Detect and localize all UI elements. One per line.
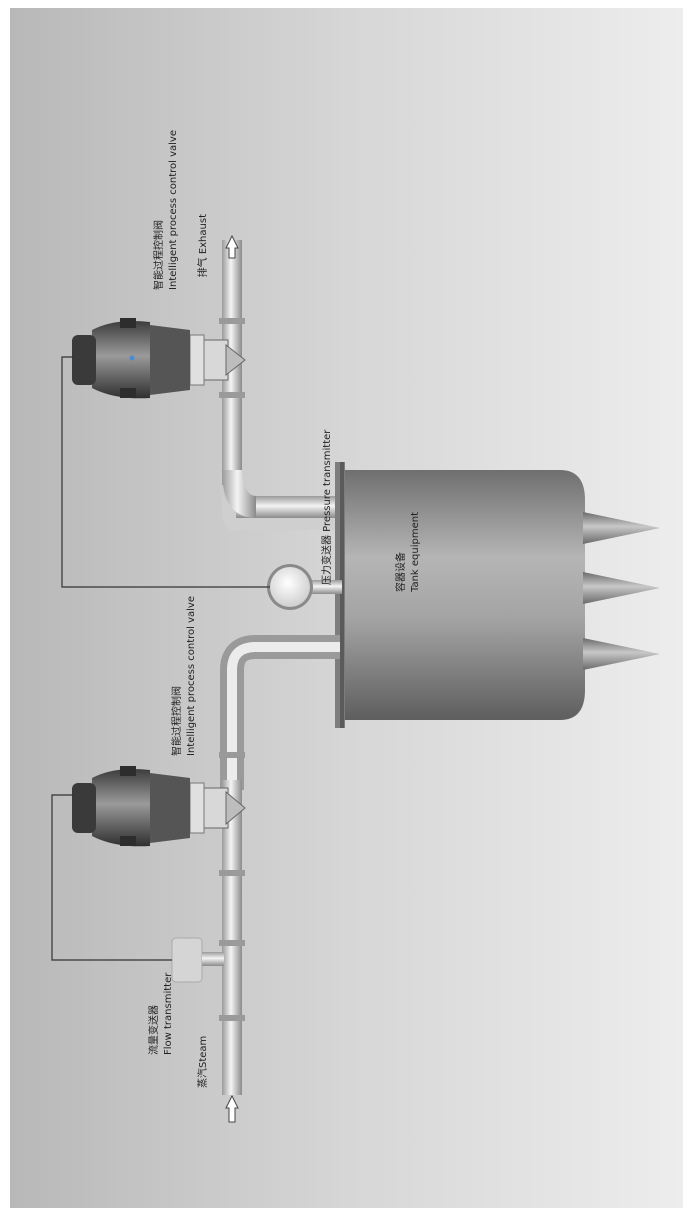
steam-pipe bbox=[219, 635, 340, 1095]
signal-lines bbox=[51, 356, 270, 961]
steam-arrow bbox=[225, 1094, 239, 1123]
valve-top bbox=[72, 318, 246, 399]
valve-bottom bbox=[72, 766, 246, 847]
label-steam: 蒸汽Steam bbox=[196, 1036, 209, 1088]
pressure-gauge bbox=[267, 564, 342, 610]
label-valve-bottom-en: Intelligent process control valve bbox=[186, 596, 197, 756]
label-flow-en: Flow transmitter bbox=[163, 972, 174, 1055]
label-tank-en: Tank equipment bbox=[410, 512, 421, 593]
label-valve-top-en: Intelligent process control valve bbox=[168, 130, 179, 290]
tank bbox=[335, 462, 585, 728]
label-tank-cn: 容器设备 bbox=[394, 552, 407, 592]
exhaust-arrow bbox=[225, 234, 239, 259]
label-pressure-transmitter: 压力变送器 Pressure transmitter bbox=[320, 429, 333, 585]
label-valve-bottom-cn: 智能过程控制阀 bbox=[170, 686, 183, 756]
flow-transmitter bbox=[171, 937, 224, 983]
label-exhaust: 排气 Exhaust bbox=[196, 214, 209, 277]
label-flow-cn: 流量变送器 bbox=[147, 1005, 160, 1055]
label-valve-top-cn: 智能过程控制阀 bbox=[152, 220, 165, 290]
tank-cones bbox=[583, 512, 660, 670]
